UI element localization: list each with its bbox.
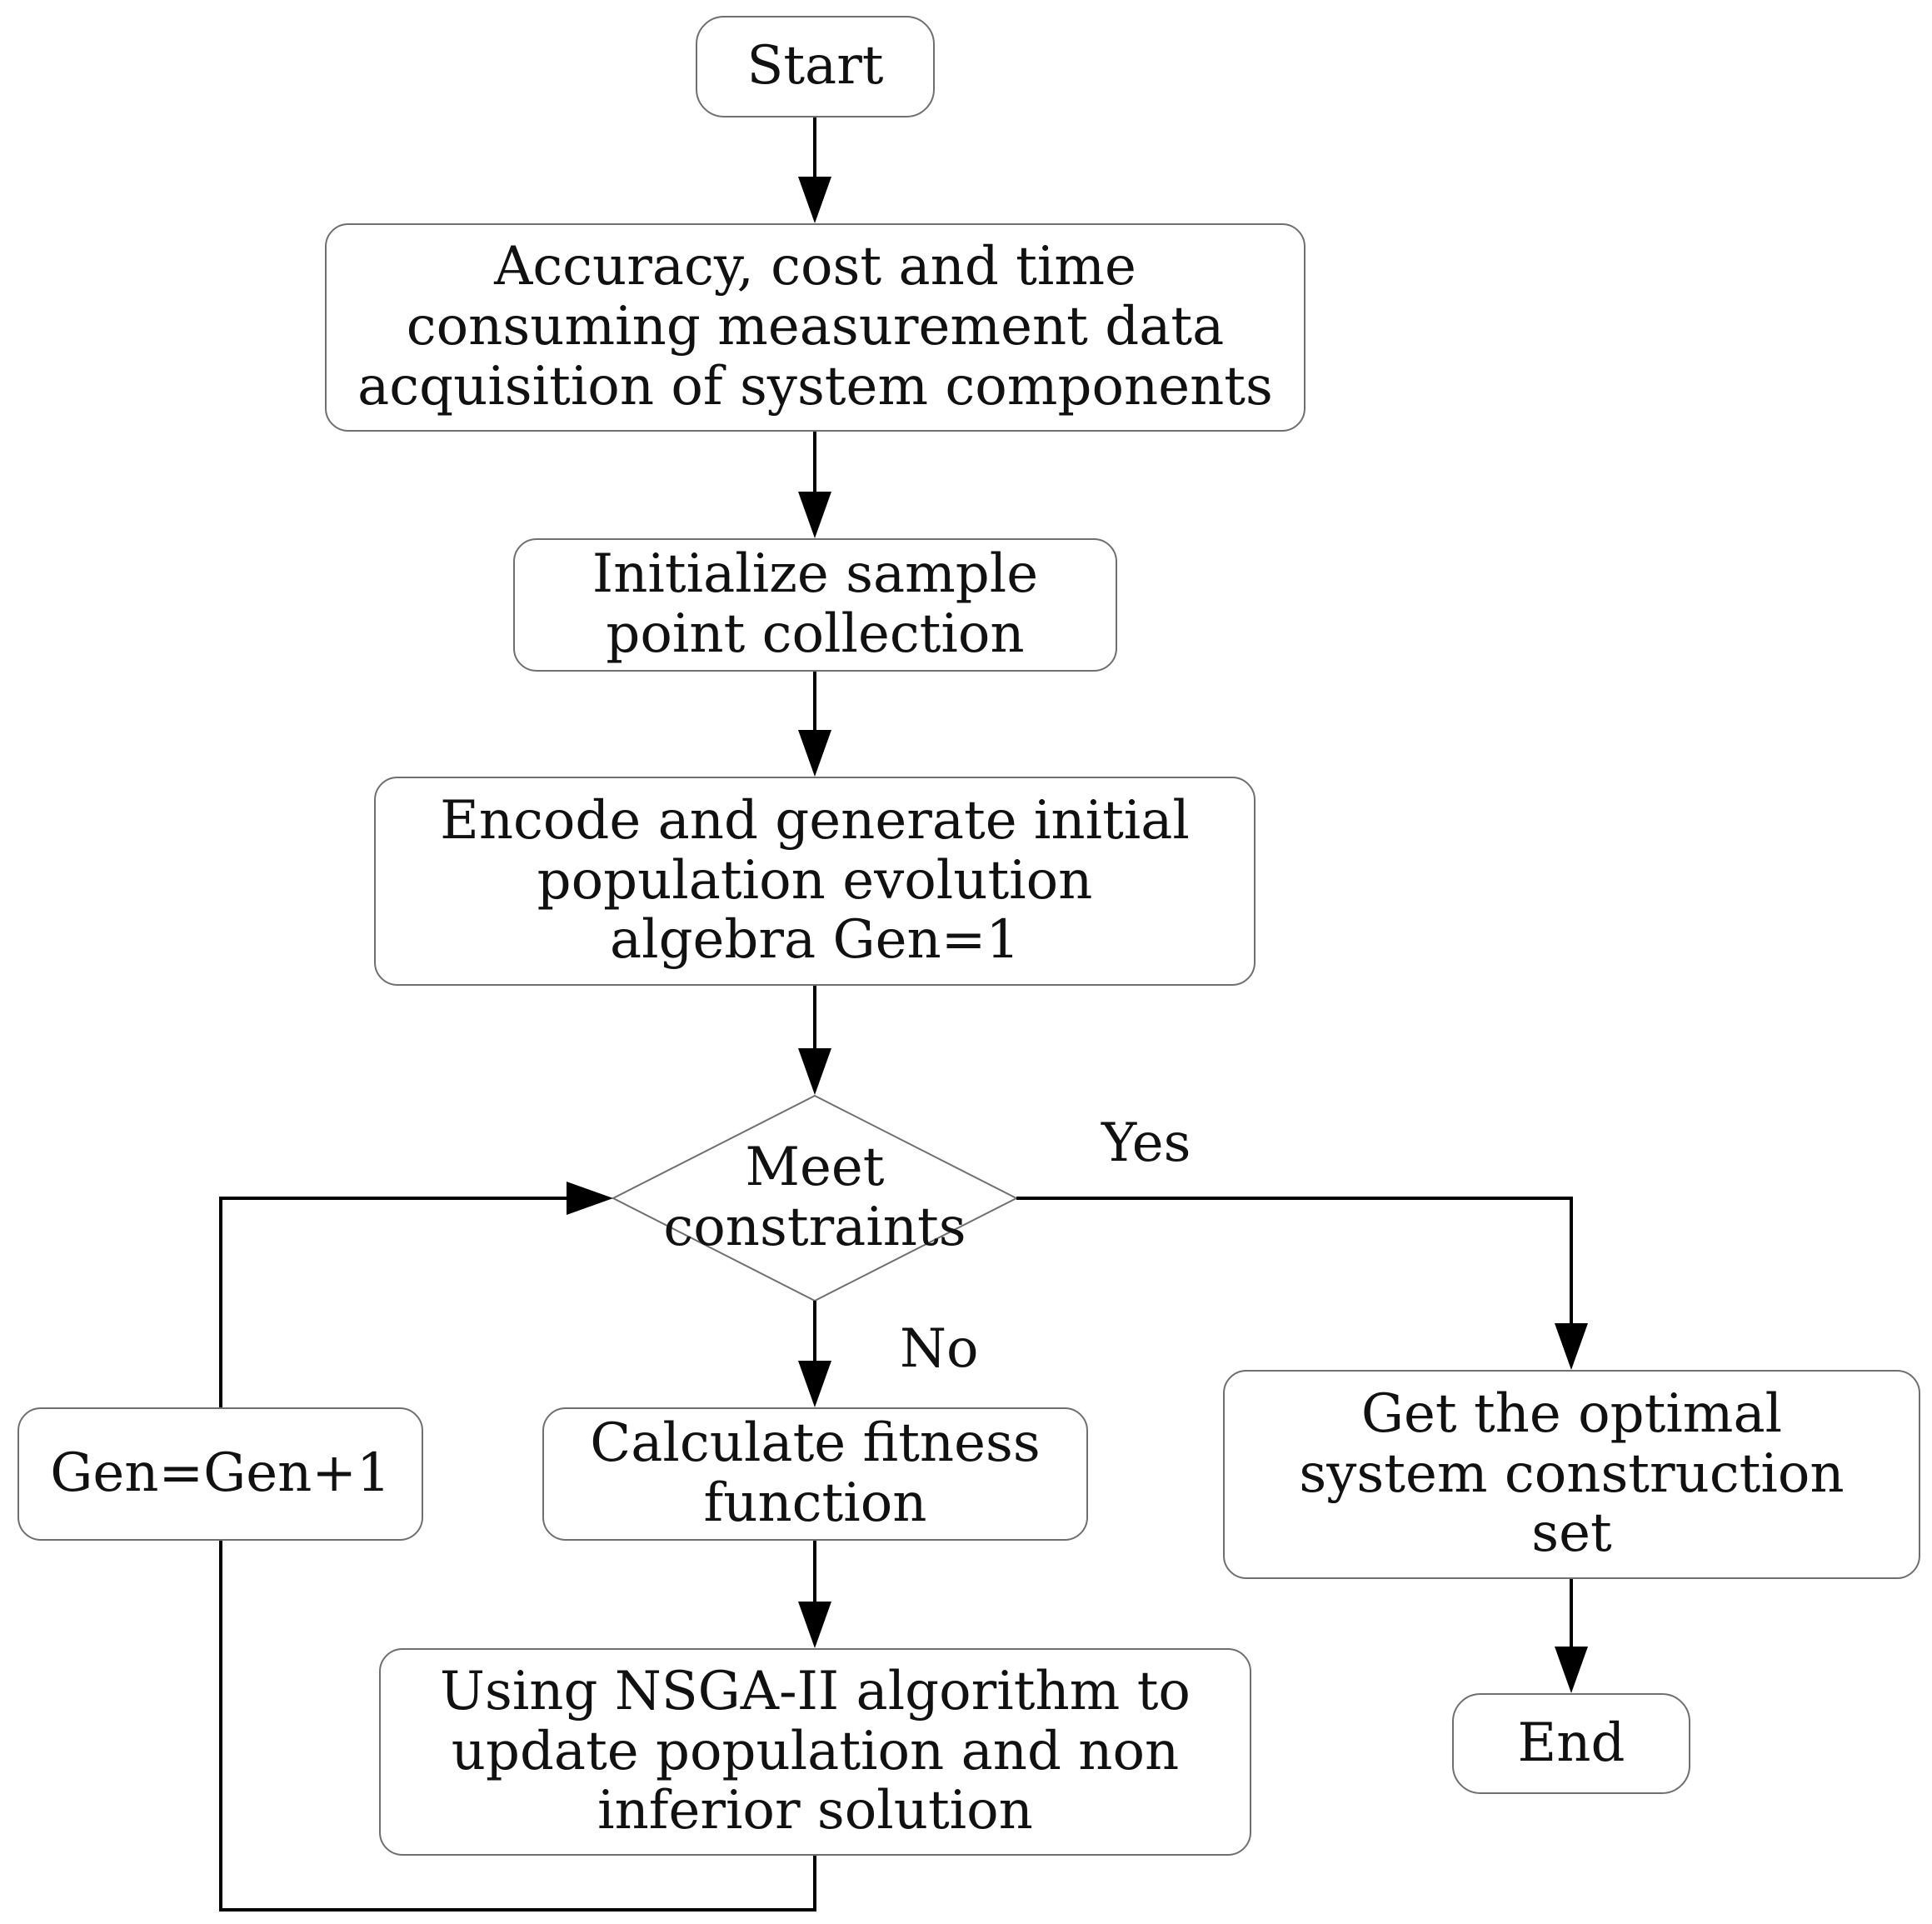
start-node: Start (696, 16, 935, 117)
arrow-start-to-acquisition (798, 117, 831, 223)
nsga-process-node: Using NSGA-II algorithm to update popula… (379, 1648, 1251, 1856)
arrow-decision-to-fitness (798, 1301, 831, 1407)
acquisition-process-node: Accuracy, cost and time consuming measur… (325, 223, 1305, 432)
decision-label: Meet constraints (663, 1137, 966, 1258)
arrow-encode-to-decision (798, 986, 831, 1095)
yes-branch-label: Yes (1101, 1112, 1191, 1174)
fitness-process-node: Calculate fitness function (542, 1407, 1088, 1541)
loop-increment-to-decision (219, 1182, 613, 1407)
acquisition-process-label: Accuracy, cost and time consuming measur… (357, 236, 1273, 417)
arrow-fitness-to-nsga (798, 1541, 831, 1648)
end-node: End (1452, 1693, 1690, 1794)
optimal-set-label: Get the optimal system construction set (1299, 1382, 1845, 1565)
decision-label-container: Meet constraints (622, 1125, 1008, 1272)
fitness-process-label: Calculate fitness function (590, 1412, 1041, 1534)
initialize-process-node: Initialize sample point collection (513, 538, 1117, 672)
encode-process-node: Encode and generate initial population e… (374, 777, 1256, 986)
increment-generation-label: Gen=Gen+1 (50, 1442, 391, 1505)
arrow-acquisition-to-initialize (798, 432, 831, 538)
nsga-process-label: Using NSGA-II algorithm to update popula… (440, 1660, 1191, 1842)
arrow-optimal-to-end (1555, 1579, 1588, 1693)
start-node-label: Start (746, 35, 884, 97)
initialize-process-label: Initialize sample point collection (592, 543, 1039, 665)
optimal-set-node: Get the optimal system construction set (1223, 1370, 1920, 1579)
increment-generation-node: Gen=Gen+1 (17, 1407, 423, 1541)
end-node-label: End (1517, 1712, 1625, 1774)
arrow-initialize-to-encode (798, 672, 831, 777)
no-branch-label: No (900, 1318, 979, 1380)
loop-nsga-to-increment (219, 1541, 816, 1912)
encode-process-label: Encode and generate initial population e… (440, 789, 1190, 972)
arrow-decision-to-optimal (1016, 1197, 1588, 1370)
